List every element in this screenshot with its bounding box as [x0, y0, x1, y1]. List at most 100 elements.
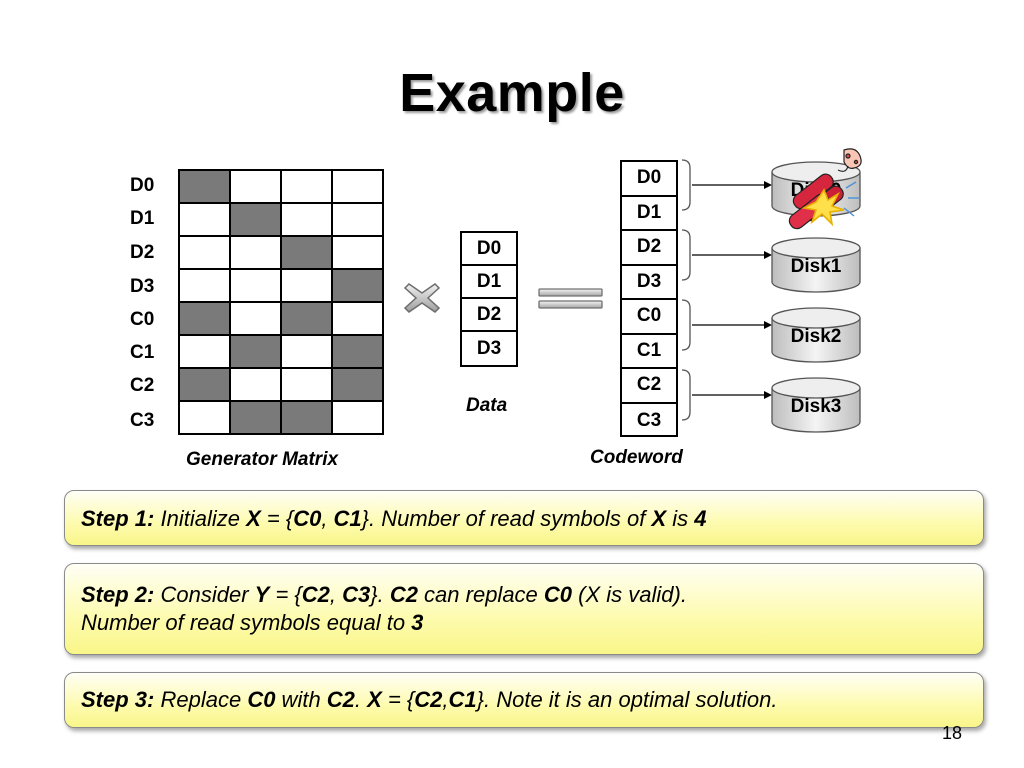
- arrowhead: [764, 181, 772, 189]
- step-text: Number of read symbols equal to: [81, 610, 412, 635]
- matrix-cell-empty: [179, 269, 230, 302]
- step-bold-text: X: [246, 506, 261, 531]
- step-1-box: Step 1: Initialize X = {C0, C1}. Number …: [64, 490, 984, 546]
- step-text: (X is valid).: [572, 582, 687, 607]
- matrix-cell-empty: [281, 203, 332, 236]
- data-symbol: D3: [476, 337, 502, 359]
- step-bold-text: C0: [247, 687, 276, 712]
- disk-label: Disk2: [790, 326, 842, 347]
- step-text: }. Note it is an optimal solution.: [476, 687, 778, 712]
- matrix-row-label: D2: [130, 242, 155, 263]
- step-bold-text: C3: [342, 582, 371, 607]
- matrix-cell-empty: [179, 203, 230, 236]
- data-caption: Data: [466, 395, 508, 416]
- step-2-box: Step 2: Consider Y = {C2, C3}. C2 can re…: [64, 563, 984, 655]
- step-text: = {: [269, 582, 302, 607]
- step-label: Step 2:: [81, 582, 155, 607]
- step-bold-text: 4: [694, 506, 707, 531]
- matrix-cell-empty: [179, 401, 230, 434]
- matrix-row-label: D0: [130, 175, 155, 196]
- codeword-symbol: D3: [622, 266, 676, 300]
- step-bold-text: 3: [411, 610, 424, 635]
- step-text: ,: [321, 506, 334, 531]
- disk-2: Disk2: [770, 306, 862, 366]
- matrix-row-label: C0: [130, 309, 155, 330]
- codeword-symbol: D0: [622, 162, 676, 197]
- matrix-cell-empty: [332, 170, 383, 203]
- arrowhead: [764, 391, 772, 399]
- equals-icon: [538, 288, 603, 309]
- step-bold-text: C0: [543, 582, 573, 607]
- disk-icon: [771, 307, 861, 363]
- matrix-cell-empty: [281, 368, 332, 401]
- matrix-cell-empty: [230, 269, 281, 302]
- matrix-cell-filled: [230, 335, 281, 368]
- matrix-cell-empty: [332, 203, 383, 236]
- step-bold-text: C1: [333, 506, 362, 531]
- matrix-cell-filled: [230, 203, 281, 236]
- step-bold-text: C0: [293, 506, 322, 531]
- disk-icon: [771, 237, 861, 293]
- matrix-cell-filled: [332, 269, 383, 302]
- codeword-caption: Codeword: [590, 447, 683, 468]
- matrix-cell-empty: [230, 236, 281, 269]
- data-symbol: D0: [462, 233, 516, 266]
- arrowhead: [764, 321, 772, 329]
- brace: [681, 159, 691, 211]
- step-text: Consider: [154, 582, 255, 607]
- matrix-cell-filled: [179, 368, 230, 401]
- disk-label: Disk3: [790, 396, 842, 417]
- step-1-text: Step 1: Initialize X = {C0, C1}. Number …: [81, 505, 967, 533]
- step-bold-text: C2: [326, 687, 355, 712]
- matrix-cell-filled: [281, 302, 332, 335]
- matrix-row-label: D3: [130, 276, 155, 297]
- page-number: 18: [941, 723, 962, 743]
- step-text: can replace: [417, 582, 544, 607]
- dynamite-icon: [788, 148, 862, 230]
- codeword-symbol: C3: [636, 409, 662, 431]
- data-symbol: D1: [462, 266, 516, 299]
- step-text: with: [275, 687, 327, 712]
- step-label: Step 3:: [81, 687, 155, 712]
- matrix-cell-empty: [230, 368, 281, 401]
- codeword-symbol: D1: [622, 197, 676, 231]
- step-3-box: Step 3: Replace C0 with C2. X = {C2,C1}.…: [64, 672, 984, 728]
- matrix-cell-empty: [281, 269, 332, 302]
- generator-matrix-caption: Generator Matrix: [186, 449, 339, 470]
- step-text: }.: [370, 582, 390, 607]
- step-text: = {: [260, 506, 294, 531]
- matrix-cell-empty: [179, 335, 230, 368]
- step-text: Initialize: [154, 506, 247, 531]
- step-text: }. Number of read symbols of: [361, 506, 652, 531]
- arrowhead: [764, 251, 772, 259]
- step-text: = {: [381, 687, 415, 712]
- codeword-symbol: D2: [622, 231, 676, 266]
- step-bold-text: C2: [389, 582, 418, 607]
- matrix-cell-empty: [332, 236, 383, 269]
- step-label: Step 1:: [81, 506, 155, 531]
- slide-title: Example: [399, 63, 625, 123]
- step-text: .: [354, 687, 368, 712]
- brace: [681, 299, 691, 351]
- matrix-cell-filled: [281, 401, 332, 434]
- matrix-cell-filled: [281, 236, 332, 269]
- step-3-text: Step 3: Replace C0 with C2. X = {C2,C1}.…: [81, 686, 967, 714]
- step-text: is: [666, 506, 695, 531]
- codeword-symbol: C1: [622, 335, 676, 369]
- matrix-row-label: D1: [130, 208, 155, 229]
- data-vector: D0 D1 D2 D3: [460, 231, 518, 367]
- disk-label: Disk1: [790, 256, 842, 277]
- step-text: ,: [442, 687, 449, 712]
- matrix-cell-filled: [332, 368, 383, 401]
- codeword-vector: D0 D1 D2 D3 C0 C1 C2 C3: [620, 160, 678, 437]
- matrix-cell-empty: [332, 401, 383, 434]
- step-2-text-line-2: Number of read symbols equal to 3: [81, 609, 967, 637]
- step-bold-text: C1: [448, 687, 477, 712]
- matrix-cell-empty: [179, 236, 230, 269]
- codeword-symbol: C0: [622, 300, 676, 335]
- step-bold-text: Y: [254, 582, 270, 607]
- step-text: Replace: [154, 687, 248, 712]
- matrix-cell-filled: [179, 170, 230, 203]
- disk-1: Disk1: [770, 236, 862, 296]
- matrix-row-label: C1: [130, 342, 155, 363]
